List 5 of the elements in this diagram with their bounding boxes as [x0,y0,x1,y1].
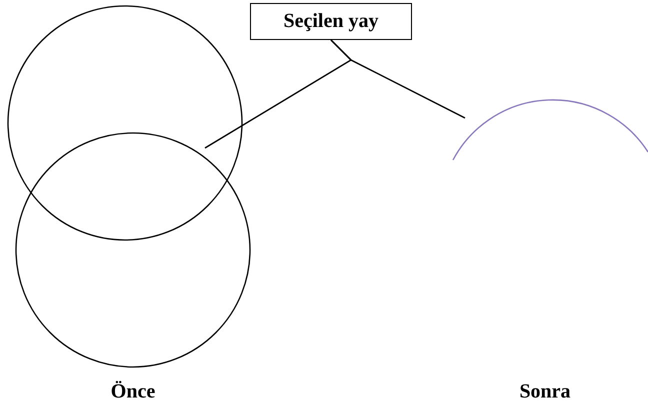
leader-line [330,39,466,119]
label-box [250,3,412,40]
label-text: Seçilen yay [284,10,378,33]
caption-text: Sonra [519,380,571,404]
caption-text: Önce [110,380,156,404]
